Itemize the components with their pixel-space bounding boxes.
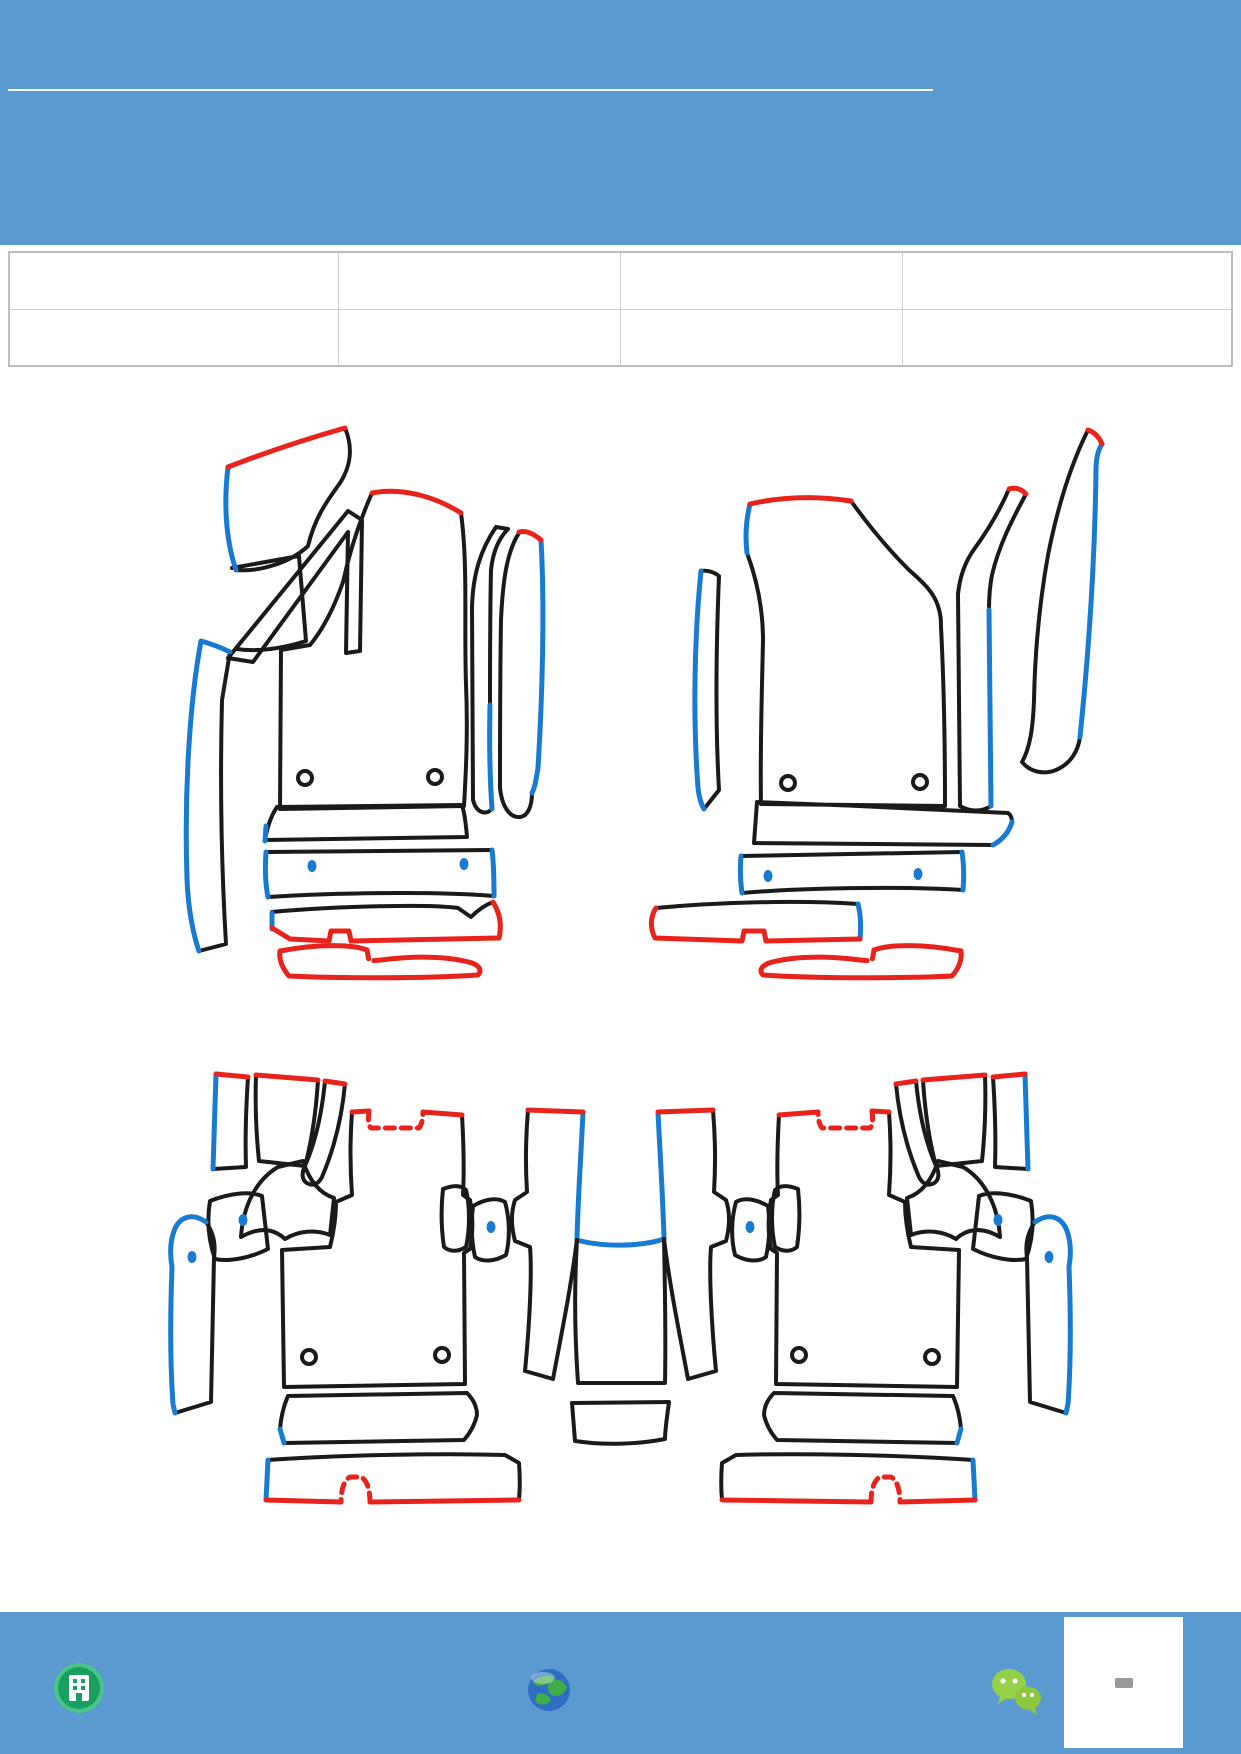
red-dashed-swatch	[658, 416, 722, 424]
header-band	[0, 0, 1241, 245]
table-cell-model-name-value	[337, 251, 621, 310]
table-cell-revise-date-label	[619, 308, 904, 367]
rear-right-mat-group	[658, 946, 1070, 1502]
black-line-swatch	[822, 416, 886, 424]
red-line-swatch	[372, 416, 436, 424]
legend-item-join	[822, 400, 900, 440]
front-left-mat-group	[183, 425, 546, 954]
vehicle-info-table	[8, 251, 1233, 367]
rear-center-mat-group	[570, 1236, 671, 1446]
header-divider	[8, 89, 933, 91]
table-row	[8, 308, 1233, 367]
building-icon	[54, 1663, 104, 1713]
qr-center-logo	[1108, 1667, 1139, 1698]
legend-item-buckle-edge	[372, 400, 450, 440]
table-cell-model-name-label	[8, 251, 339, 310]
qr-code	[1064, 1617, 1183, 1748]
rear-left-mat-group	[168, 943, 586, 1505]
table-cell-model-code-value	[902, 251, 1233, 310]
table-cell-revise-date-value	[902, 308, 1233, 367]
front-right-mat-group	[648, 427, 1105, 944]
globe-icon	[528, 1669, 570, 1711]
line-legend	[0, 400, 1241, 440]
legend-item-dashed-edge	[658, 400, 736, 440]
wechat-icon	[992, 1669, 1041, 1715]
blue-line-swatch	[142, 416, 206, 424]
table-row	[8, 251, 1233, 310]
footer-band	[0, 1612, 1241, 1754]
table-cell-draw-date-label	[8, 308, 339, 367]
table-cell-model-code-label	[619, 251, 904, 310]
qr-pattern	[1071, 1630, 1176, 1735]
legend-item-press-edge	[142, 400, 220, 440]
table-cell-draw-date-value	[337, 308, 621, 367]
